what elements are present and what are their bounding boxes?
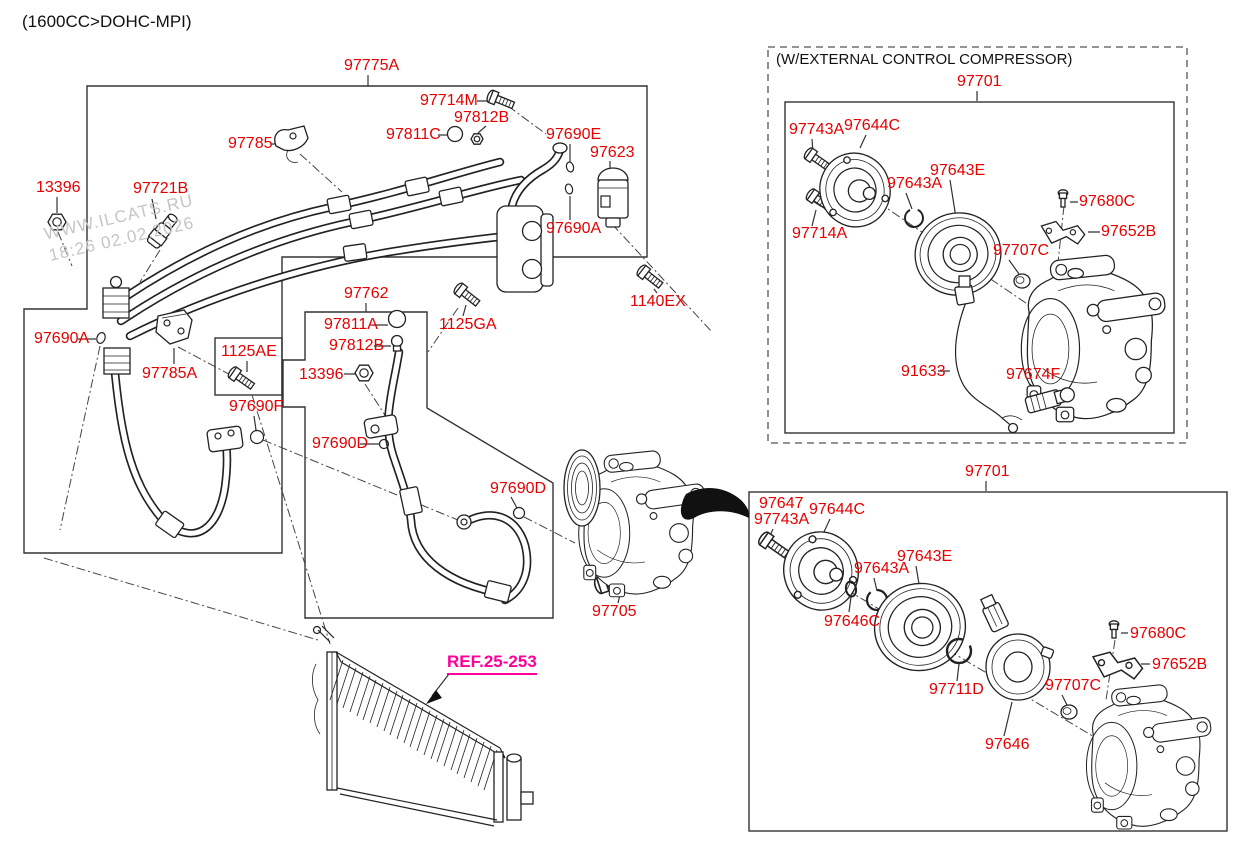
part-label-97714A-31[interactable]: 97714A (792, 225, 848, 242)
clutch-disc-97644C-top (810, 144, 900, 236)
oring-97690D-2 (512, 506, 526, 520)
bolt-1125AE (225, 364, 257, 393)
part-label-97707C-30[interactable]: 97707C (993, 242, 1050, 259)
part-label-1125GA-18[interactable]: 1125GA (439, 316, 497, 333)
part-label-97707C-43[interactable]: 97707C (1045, 677, 1102, 694)
part-label-97701-23[interactable]: 97701 (957, 73, 1002, 90)
part-label-97711D-41[interactable]: 97711D (929, 681, 984, 698)
discharge-hose-drawing (354, 309, 532, 605)
part-label-97690D-21[interactable]: 97690D (490, 480, 547, 497)
part-label-97811C-3[interactable]: 97811C (386, 126, 441, 143)
canister-97623-drawing (597, 167, 629, 228)
part-label-97701-34[interactable]: 97701 (965, 463, 1010, 480)
phantom-lines (43, 105, 1129, 758)
leader-lines (56, 75, 1150, 737)
compressor-97701-main-drawing (563, 449, 750, 598)
box-97701-bottom (748, 491, 1228, 832)
part-label-97743A-24[interactable]: 97743A (789, 121, 845, 138)
part-label-13396-7[interactable]: 13396 (36, 179, 81, 196)
part-label-97690A-11[interactable]: 97690A (34, 330, 90, 347)
part-label-97652B-29[interactable]: 97652B (1101, 223, 1157, 240)
nut-13396-center (354, 364, 374, 382)
oring-97690D-1 (378, 438, 390, 450)
cap-97811C (446, 125, 464, 143)
part-label-97644C-25[interactable]: 97644C (844, 117, 901, 134)
part-label-1125AE-13[interactable]: 1125AE (221, 343, 277, 360)
part-label-97643A-39[interactable]: 97643A (854, 560, 910, 577)
part-label-97690F-19[interactable]: 97690F (229, 398, 284, 415)
part-label-97705-22[interactable]: 97705 (592, 603, 637, 620)
box-external-variant-dashed (767, 46, 1188, 444)
part-label-97743A-36[interactable]: 97743A (754, 511, 810, 528)
bolt-97680C-top (1057, 189, 1069, 208)
bracket-97785A-drawing (155, 309, 193, 345)
part-label-97785-4[interactable]: 97785 (228, 135, 273, 152)
ref-arrowhead (426, 690, 442, 704)
compressor-kit-bottom-drawing (755, 522, 1213, 830)
part-label-97623-6[interactable]: 97623 (590, 144, 635, 161)
part-label-97690D-20[interactable]: 97690D (312, 435, 369, 452)
part-label-97643E-27[interactable]: 97643E (930, 162, 986, 179)
cap-97707C-bottom (1060, 704, 1078, 720)
part-label-97646C-40[interactable]: 97646C (824, 613, 881, 630)
part-label-97690A-9[interactable]: 97690A (546, 220, 602, 237)
part-label-97643A-26[interactable]: 97643A (887, 175, 943, 192)
part-label-97646-42[interactable]: 97646 (985, 736, 1030, 753)
part-label-97811A-15[interactable]: 97811A (324, 316, 378, 333)
external-compressor-note: (W/EXTERNAL CONTROL COMPRESSOR) (776, 51, 1073, 68)
box-97701-top (784, 101, 1175, 434)
page-title: (1600CC>DOHC-MPI) (22, 12, 192, 31)
valve-97674F-drawing (1024, 387, 1075, 414)
oring-97690A-left (96, 332, 106, 344)
part-label-97680C-44[interactable]: 97680C (1130, 625, 1187, 642)
condenser-drawing (312, 625, 534, 827)
wire-91633 (955, 301, 1015, 429)
part-label-91633-32[interactable]: 91633 (901, 363, 946, 380)
belt-swoosh (680, 488, 750, 520)
assembly-boxes (23, 46, 1228, 832)
box-97775A (23, 85, 648, 554)
part-label-97680C-28[interactable]: 97680C (1079, 193, 1136, 210)
ref-25-253-link[interactable]: REF.25-253 (447, 652, 537, 675)
part-label-97644C-37[interactable]: 97644C (809, 501, 866, 518)
oring-97690A (564, 183, 574, 195)
ring-97646C (844, 580, 858, 598)
part-label-97721B-8[interactable]: 97721B (133, 180, 189, 197)
fasteners (47, 88, 666, 596)
part-label-97812B-16[interactable]: 97812B (329, 337, 385, 354)
oring-97690E (565, 161, 575, 173)
part-label-1140EX-10[interactable]: 1140EX (630, 293, 686, 310)
part-label-97674F-33[interactable]: 97674F (1006, 366, 1061, 383)
snap-ring-97643A-top (904, 208, 924, 228)
clamp-97785-drawing (274, 125, 309, 163)
part-label-13396-17[interactable]: 13396 (299, 366, 344, 383)
part-label-97785A-12[interactable]: 97785A (142, 365, 198, 382)
cap-97812B (390, 334, 404, 348)
bolt-97680C-bottom (1108, 620, 1120, 639)
valve-97721B-drawing (146, 213, 178, 249)
part-label-97652B-45[interactable]: 97652B (1152, 656, 1208, 673)
suction-hose-drawing (96, 309, 265, 539)
box-97762 (282, 311, 554, 619)
part-label-97643E-38[interactable]: 97643E (897, 548, 953, 565)
external-compressor-kit-drawing (801, 144, 1167, 434)
field-coil-97646-drawing (979, 593, 1055, 701)
part-label-97714M-1[interactable]: 97714M (420, 92, 478, 109)
cap-97707C-top (1013, 273, 1031, 289)
pipe-assembly-drawing (102, 125, 629, 341)
part-label-97762-14[interactable]: 97762 (344, 285, 389, 302)
cap-97811A (387, 309, 407, 329)
snap-ring-97711D (945, 637, 973, 665)
bolt-1125GA (451, 280, 483, 310)
oring-97690F (249, 429, 265, 445)
part-label-97647-35[interactable]: 97647 (759, 495, 804, 512)
part-label-97775A-0[interactable]: 97775A (344, 57, 400, 74)
bolt-1140EX (634, 262, 666, 292)
compressor-body-bottom (1085, 683, 1213, 830)
part-label-97812B-2[interactable]: 97812B (454, 109, 510, 126)
part-label-97690E-5[interactable]: 97690E (546, 126, 602, 143)
